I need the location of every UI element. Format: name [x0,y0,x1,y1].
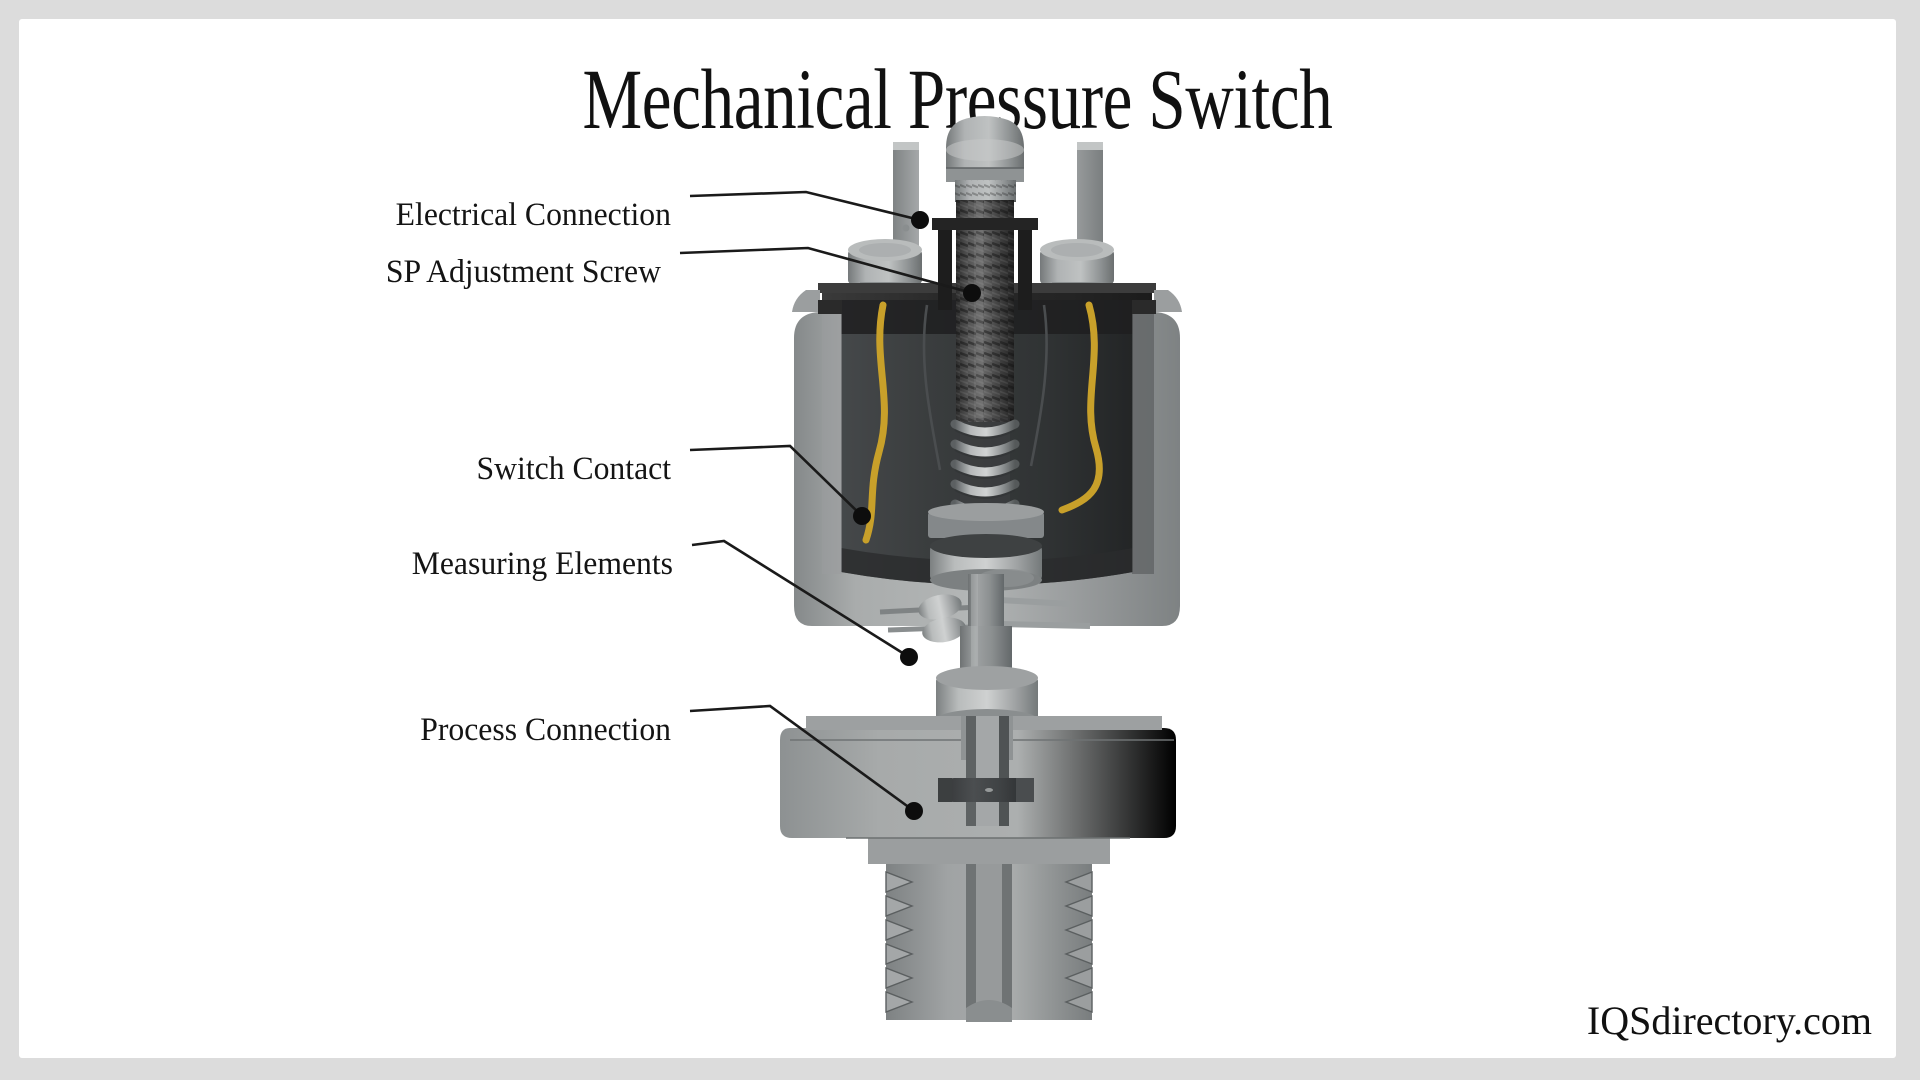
leader-sp-adjustment-screw [679,246,973,295]
leader-measuring-elements [691,539,910,659]
callout-label-electrical-connection: Electrical Connection [395,197,671,233]
diagram-card: Mechanical Pressure Switch [19,19,1896,1058]
leader-process-connection [689,704,915,813]
watermark-iqsdirectory: IQSdirectory.com [1586,998,1872,1043]
leader-switch-contact [689,444,863,517]
leader-dot-sp-adjustment-screw [963,284,981,302]
callout-label-switch-contact: Switch Contact [476,451,671,487]
leader-dot-switch-contact [853,507,871,525]
leader-dot-electrical-connection [911,211,929,229]
callout-label-measuring-elements: Measuring Elements [411,546,673,582]
leader-dot-process-connection [905,802,923,820]
callout-label-process-connection: Process Connection [420,712,671,748]
leader-dot-measuring-elements [900,648,918,666]
leader-electrical-connection [689,190,921,222]
callout-leader-lines [679,190,981,820]
callout-label-sp-adjustment-screw: SP Adjustment Screw [385,254,661,290]
